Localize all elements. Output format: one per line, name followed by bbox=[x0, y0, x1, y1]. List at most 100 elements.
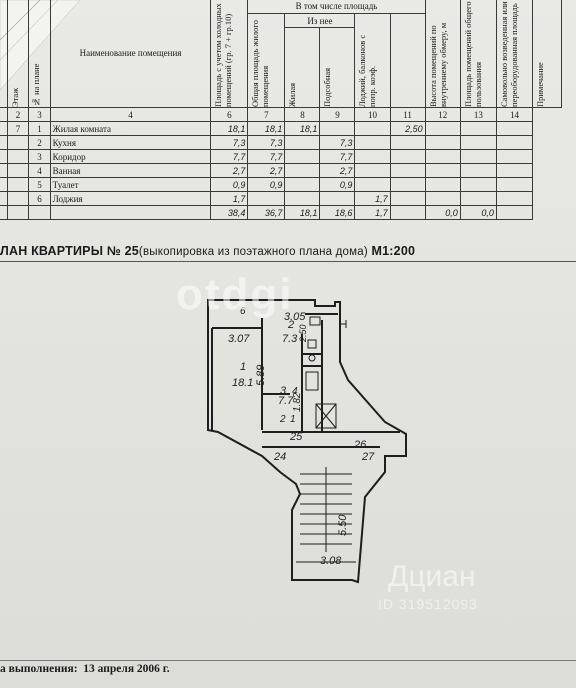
cell-c7: 0,9 bbox=[247, 177, 286, 192]
cell-c12 bbox=[424, 177, 461, 192]
cell-c9: 7,7 bbox=[319, 149, 356, 164]
cell-c10 bbox=[354, 135, 391, 150]
cell-c11 bbox=[389, 177, 426, 192]
plan-label-dim307: 3.07 bbox=[228, 333, 250, 345]
cell-c10 bbox=[354, 121, 391, 136]
cell-etazh bbox=[6, 177, 30, 192]
cell-c8: 18,1 bbox=[284, 121, 321, 136]
cell-blank bbox=[0, 191, 8, 206]
plan-label-dim2: 2 bbox=[279, 414, 286, 425]
col-header-7: Общая площадь жилого помещения bbox=[247, 13, 286, 108]
watermark-id: ID 319512093 bbox=[378, 596, 478, 612]
cell-name: Коридор bbox=[49, 149, 212, 164]
cell-c7 bbox=[247, 191, 286, 206]
cell-c12 bbox=[424, 191, 461, 206]
col-header-12: Площадь помещений общего пользования bbox=[459, 0, 497, 108]
col-header-8: Жилая bbox=[284, 27, 321, 108]
cell-c6: 7,7 bbox=[210, 149, 249, 164]
cell-c9: 0,9 bbox=[319, 177, 356, 192]
col-header-name: Наименование помещения bbox=[49, 0, 212, 108]
cell-c10 bbox=[354, 177, 391, 192]
cell-c9: 7,3 bbox=[319, 135, 356, 150]
cell-c7: 7,7 bbox=[247, 149, 286, 164]
cell-c9: 2,7 bbox=[319, 163, 356, 178]
col-header-nomer: № на плане bbox=[28, 0, 51, 108]
cell-c6: 18,1 bbox=[210, 121, 249, 136]
cell-c8 bbox=[284, 163, 321, 178]
cell-c11: 2,50 bbox=[389, 121, 426, 136]
cell-c11 bbox=[389, 149, 426, 164]
plan-label-dim250: 2.50 bbox=[298, 324, 308, 343]
floor-plan-drawing: 6 3.07 1 18.1 5.89 3.05 2 7.3 2.50 3 7.7… bbox=[207, 299, 407, 584]
cell-c10: 1,7 bbox=[354, 191, 391, 206]
explication-table: Этаж № на плане Наименование помещения П… bbox=[0, 0, 562, 220]
col-header-11: Высота помещений по внутреннему обмеру, … bbox=[424, 0, 461, 108]
cell-c12 bbox=[424, 135, 461, 150]
cell-c13 bbox=[459, 121, 497, 136]
watermark-brand: Дциан bbox=[388, 560, 476, 593]
execution-date: а выполнения: 13 апреля 2006 г. bbox=[0, 663, 170, 675]
cell-c6: 2,7 bbox=[210, 163, 249, 178]
cell-n: 6 bbox=[28, 191, 51, 206]
footer-rule bbox=[0, 660, 576, 661]
plan-label-dim24: 24 bbox=[273, 451, 286, 463]
cell-blank bbox=[495, 121, 534, 136]
cell-c13 bbox=[459, 191, 497, 206]
cell-blank bbox=[495, 177, 534, 192]
cell-c8 bbox=[284, 135, 321, 150]
plan-label-dim25: 25 bbox=[289, 431, 303, 443]
cell-blank bbox=[0, 121, 8, 136]
cell-c9 bbox=[319, 121, 356, 136]
cell-c7: 7,3 bbox=[247, 135, 286, 150]
cell-name: Туалет bbox=[49, 177, 212, 192]
cell-c8 bbox=[284, 191, 321, 206]
watermark-logo: otdgi bbox=[176, 270, 294, 319]
plan-label-dim182: 1.82 bbox=[292, 392, 303, 412]
cell-c12 bbox=[424, 121, 461, 136]
cell-c10 bbox=[354, 163, 391, 178]
cell-c6: 0,9 bbox=[210, 177, 249, 192]
cell-c10 bbox=[354, 149, 391, 164]
plan-label-dim550: 5.50 bbox=[337, 514, 349, 536]
col-header-14: Примечание bbox=[532, 0, 562, 108]
cell-c6: 1,7 bbox=[210, 191, 249, 206]
explication-table-area: Этаж № на плане Наименование помещения П… bbox=[0, 0, 576, 245]
cell-c7: 2,7 bbox=[247, 163, 286, 178]
cell-n: 1 bbox=[28, 121, 51, 136]
plan-title: ЛАН КВАРТИРЫ № 25(выкопировка из поэтажн… bbox=[0, 244, 416, 258]
cell-n: 4 bbox=[28, 163, 51, 178]
cell-c6: 7,3 bbox=[210, 135, 249, 150]
cell-blank bbox=[495, 149, 534, 164]
cell-blank bbox=[0, 163, 8, 178]
totals-row: 38,4 36,7 18,1 18,6 1,7 0,0 0,0 bbox=[0, 205, 562, 220]
cell-name: Кухня bbox=[49, 135, 212, 150]
plan-label-dim305: 3.05 bbox=[284, 311, 306, 323]
plan-label-dim1: 1 bbox=[290, 414, 296, 425]
cell-etazh: 7 bbox=[6, 121, 30, 136]
cell-c13 bbox=[459, 149, 497, 164]
cell-c8 bbox=[284, 177, 321, 192]
cell-etazh bbox=[6, 149, 30, 164]
cell-c9 bbox=[319, 191, 356, 206]
cell-etazh bbox=[6, 135, 30, 150]
plan-label-area73: 7.3 bbox=[282, 333, 298, 345]
plan-label-room1: 1 bbox=[240, 361, 246, 373]
cell-c12 bbox=[424, 149, 461, 164]
cell-c13 bbox=[459, 135, 497, 150]
cell-etazh bbox=[6, 191, 30, 206]
col-header-group: В том числе площадь bbox=[247, 0, 426, 14]
cell-n: 5 bbox=[28, 177, 51, 192]
cell-c11 bbox=[389, 191, 426, 206]
cell-n: 2 bbox=[28, 135, 51, 150]
cell-blank bbox=[495, 163, 534, 178]
cell-n: 3 bbox=[28, 149, 51, 164]
cell-name: Лоджия bbox=[49, 191, 212, 206]
plan-label-area181: 18.1 bbox=[232, 377, 253, 389]
cell-c11 bbox=[389, 163, 426, 178]
cell-blank bbox=[0, 149, 8, 164]
col-header-9: Подсобная bbox=[319, 27, 356, 108]
